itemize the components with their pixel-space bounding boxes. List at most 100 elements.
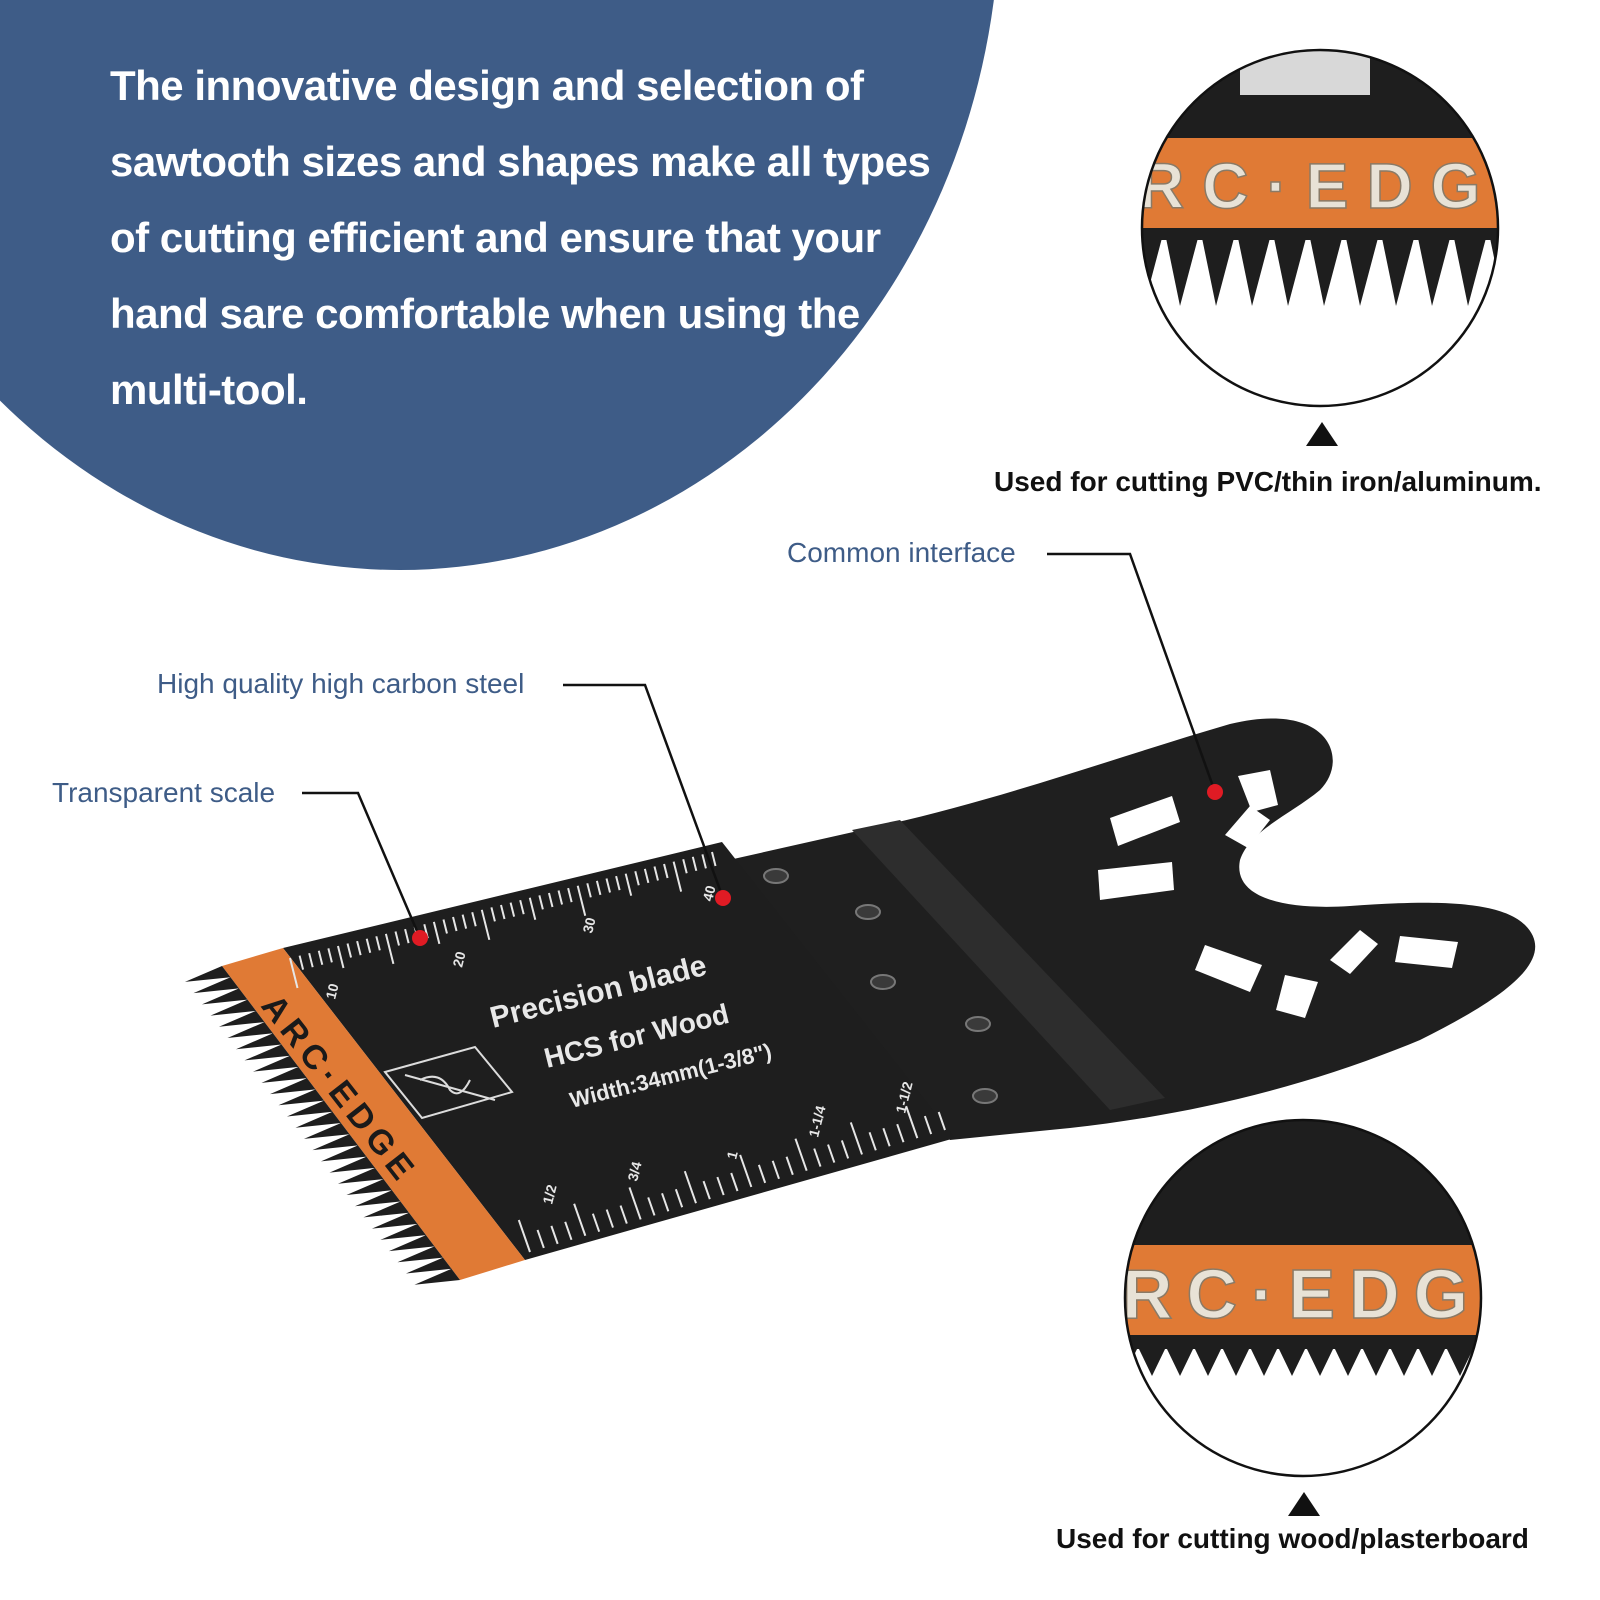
imperial-label: 3/4 [624,1160,644,1183]
zoom-top-tooth [1418,238,1450,306]
metric-ruler-ticks [289,851,717,989]
marker-transparent-scale [412,930,428,946]
zoom-bottom-tooth [1474,1347,1481,1376]
leader-common-interface [1047,552,1217,793]
imperial-tick [605,1209,614,1228]
metric-tick [432,921,441,945]
blade-rivets [763,868,998,1104]
metric-tick [452,916,458,932]
caption-pvc-iron-aluminum: Used for cutting PVC/thin iron/aluminum. [994,466,1542,497]
blade-body [283,842,955,1260]
zoom-bottom-tooth [1418,1347,1446,1376]
metric-label: 20 [449,950,468,969]
interface-slots [1098,770,1458,1018]
zoom-top-tooth [1346,238,1378,306]
caption-wood-plasterboard: Used for cutting wood/plasterboard [1056,1523,1529,1554]
leader-lines [302,552,1217,939]
imperial-label: 1/2 [539,1183,559,1206]
imperial-label: 1 [723,1149,740,1161]
zoom-bottom-tooth [1334,1347,1362,1376]
imperial-tick [923,1115,933,1135]
zoom-bottom-tooth [1446,1347,1474,1376]
zoom-circle-bottom: RC·EDG [1123,1118,1483,1478]
imperial-tick [840,1140,850,1159]
metric-tick [480,909,491,941]
metric-tick [567,887,573,903]
imperial-tick [674,1188,684,1208]
callout-common-interface: Common interface [787,537,1016,568]
zoom-top-tooth [1202,238,1234,306]
leader-transparent-scale [302,791,422,939]
imperial-tick [739,1154,753,1188]
blade-ridge [852,820,1165,1110]
imperial-tick [849,1122,863,1155]
metric-label: 30 [579,916,598,935]
metric-tick [490,907,496,922]
imperial-tick [716,1176,725,1196]
metric-tick [711,851,717,867]
zoom-top-brand: RC·EDG [1138,150,1498,222]
blade-mount-head [720,718,1536,1140]
leader-high-carbon-steel [563,683,725,899]
callout-transparent-scale: Transparent scale [52,777,276,808]
imperial-tick [813,1148,822,1167]
metric-tick [595,880,602,896]
metric-tick [672,861,683,892]
metric-tick [691,856,698,872]
metric-tick [643,868,650,884]
zoom-bottom-tooth [1222,1347,1250,1376]
metric-label: 10 [322,982,341,1001]
zoom-bottom-tooth [1250,1347,1278,1376]
metric-tick [624,873,633,896]
imperial-tick [628,1187,642,1220]
zoom-top-tooth [1382,238,1414,306]
imperial-tick [564,1221,573,1241]
zoom-top-tooth [1274,238,1306,306]
zoom-top-tooth [1166,238,1198,306]
blade-orange-band [222,948,525,1280]
callout-high-carbon-steel: High quality high carbon steel [157,668,525,699]
metric-tick [317,950,324,966]
zoom-bottom-tooth [1138,1347,1166,1376]
metric-tick [375,936,381,951]
metric-tick [576,885,587,916]
imperial-tick [517,1219,531,1253]
metric-tick [327,948,333,963]
pointer-triangle-bottom [1288,1492,1320,1516]
metric-tick [509,902,516,917]
imperial-tick [785,1156,794,1176]
imperial-tick [702,1180,711,1200]
zoom-top-tooth [1310,238,1342,306]
metric-tick [500,904,506,920]
zoom-bottom-tooth [1194,1347,1222,1376]
imperial-ruler-labels: 1/2 3/4 1 1-1/4 1-1/2 [539,1080,915,1206]
imperial-tick [573,1203,587,1237]
metric-tick [682,858,688,874]
metric-tick [308,952,314,968]
imperial-tick [905,1105,919,1139]
imperial-tick [661,1193,670,1212]
metric-tick [461,914,468,929]
metric-tick [336,945,345,969]
metric-tick [528,897,537,921]
imperial-tick [827,1144,836,1163]
metric-tick [442,919,448,934]
metric-tick [557,890,564,905]
imperial-label: 1-1/4 [805,1104,828,1139]
metric-tick [634,871,640,886]
imperial-tick [647,1197,656,1216]
zoom-bottom-tooth [1362,1347,1390,1376]
imperial-tick [536,1229,545,1249]
imperial-ruler-ticks [517,1105,946,1253]
imperial-label: 1-1/2 [892,1080,915,1115]
zoom-circle-top: RC·EDG [1138,48,1500,408]
metric-tick [346,943,353,958]
zoom-top-tooth [1490,238,1498,306]
intro-text: The innovative design and selection of s… [110,62,931,413]
metric-tick [384,933,395,965]
metric-tick [394,931,400,946]
imperial-tick [757,1164,767,1184]
